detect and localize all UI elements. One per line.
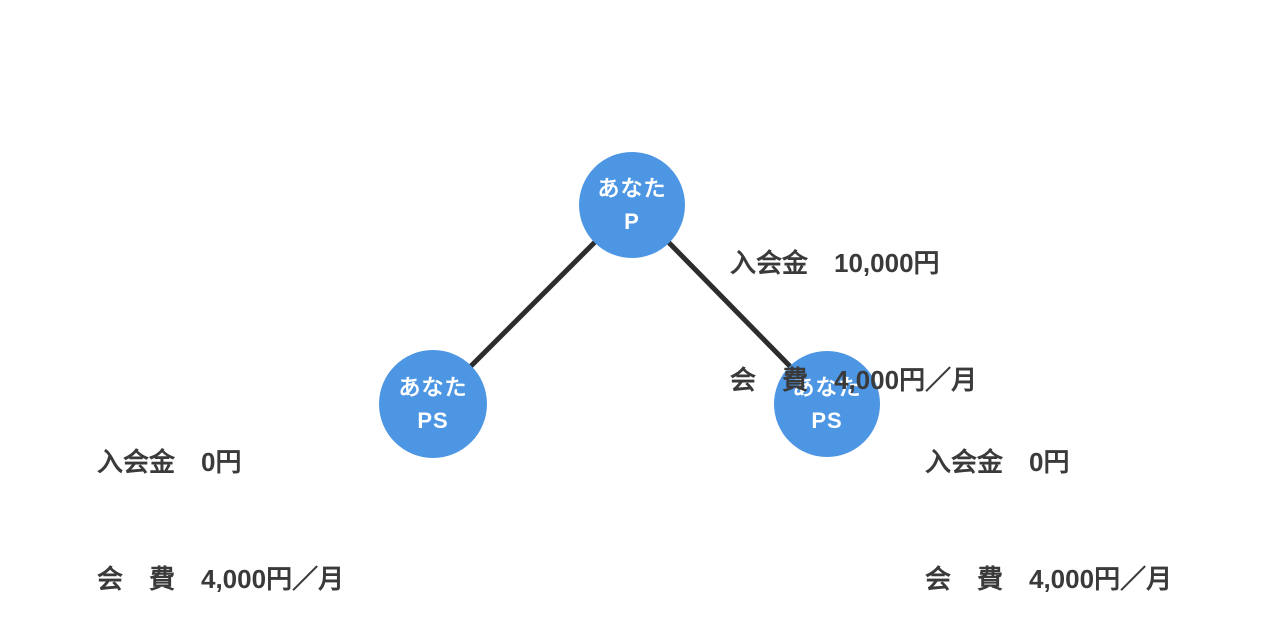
node-left-rank: PS [417, 408, 449, 433]
price-line-monthly-fee: 会 費 4,000円／月 [97, 564, 345, 594]
price-label-right: 入会金 0円 会 費 4,000円／月 [925, 365, 1172, 640]
price-label-top: 入会金 10,000円 会 費 4,000円／月 [730, 166, 977, 478]
node-right-rank: PS [811, 408, 843, 433]
price-line-enrollment-fee: 入会金 10,000円 [730, 248, 940, 278]
node-top-rank: P [624, 209, 640, 234]
price-line-monthly-fee: 会 費 4,000円／月 [730, 365, 978, 395]
node-right: あなた PS [774, 351, 880, 457]
node-top-name: あなた [597, 176, 667, 201]
node-left: あなた PS [379, 350, 487, 458]
price-label-left: 入会金 0円 会 費 4,000円／月 [97, 365, 344, 640]
node-right-name: あなた [792, 375, 862, 400]
node-top: あなた P [579, 152, 685, 258]
price-line-enrollment-fee: 入会金 0円 [97, 447, 242, 477]
price-line-monthly-fee: 会 費 4,000円／月 [925, 564, 1173, 594]
price-line-enrollment-fee: 入会金 0円 [925, 447, 1070, 477]
node-left-name: あなた [398, 375, 468, 400]
